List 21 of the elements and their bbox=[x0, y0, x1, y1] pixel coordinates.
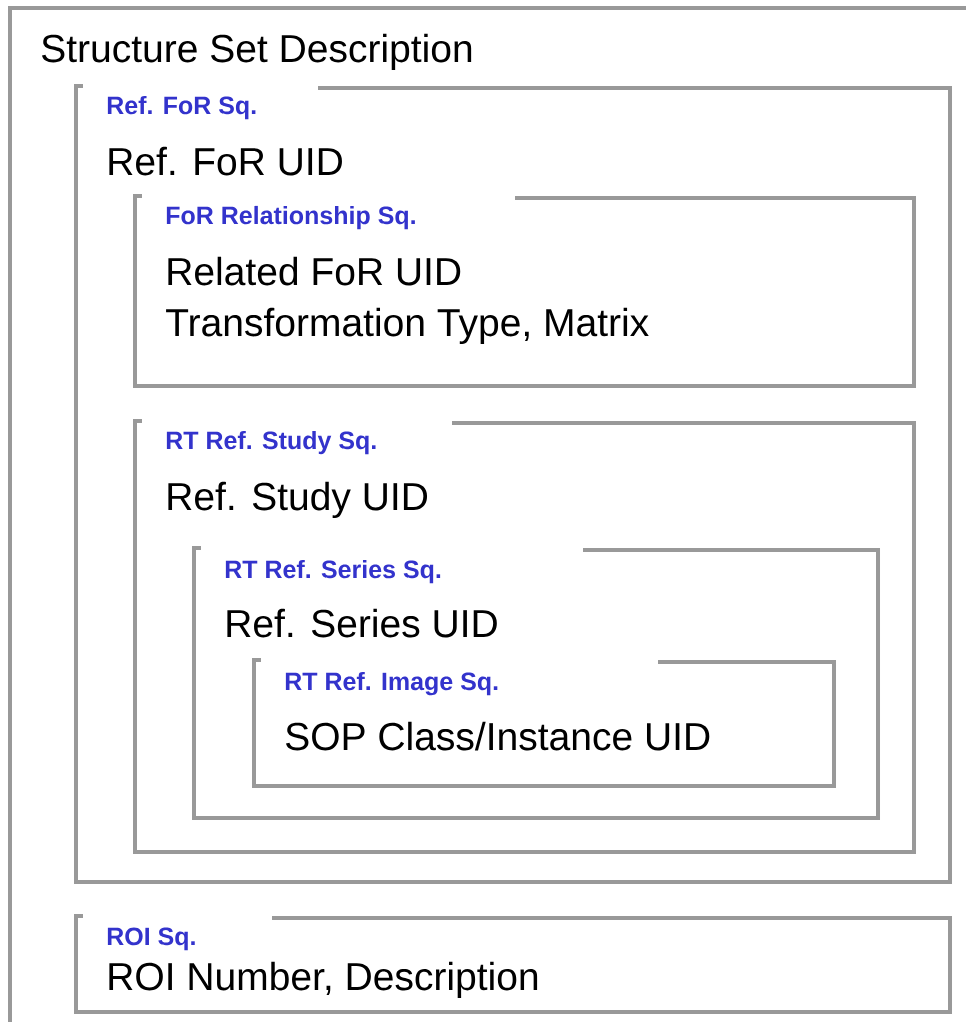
sequence-title: RT Ref. Image Sq. bbox=[285, 671, 498, 696]
sequence-box bbox=[133, 194, 916, 388]
attribute-text: Ref. FoR UID bbox=[109, 146, 342, 176]
sequence-box bbox=[192, 546, 880, 820]
attribute-text: Related FoR UID bbox=[168, 256, 461, 286]
attribute-text: Ref. Study UID bbox=[168, 481, 428, 519]
sequence-box bbox=[74, 914, 952, 1014]
attribute-text: Ref. Series UID bbox=[227, 608, 497, 638]
sequence-title: RT Ref. Study Sq. bbox=[166, 430, 376, 455]
sequence-title: Ref. FoR Sq. bbox=[107, 95, 256, 120]
sequence-box bbox=[133, 419, 916, 854]
attribute-text: SOP Class/Instance UID bbox=[286, 721, 710, 751]
attribute-text: Transformation Type, Matrix bbox=[166, 307, 649, 345]
sequence-box bbox=[74, 84, 952, 884]
sequence-title: ROI Sq. bbox=[107, 927, 195, 951]
sequence-box bbox=[252, 658, 836, 788]
sequence-title: RT Ref. Series Sq. bbox=[225, 559, 441, 584]
attribute-text: Structure Set Description bbox=[41, 33, 472, 71]
attribute-text: ROI Number, Description bbox=[109, 961, 538, 999]
sequence-title: FoR Relationship Sq. bbox=[166, 205, 415, 230]
sequence-box bbox=[8, 4, 966, 1022]
